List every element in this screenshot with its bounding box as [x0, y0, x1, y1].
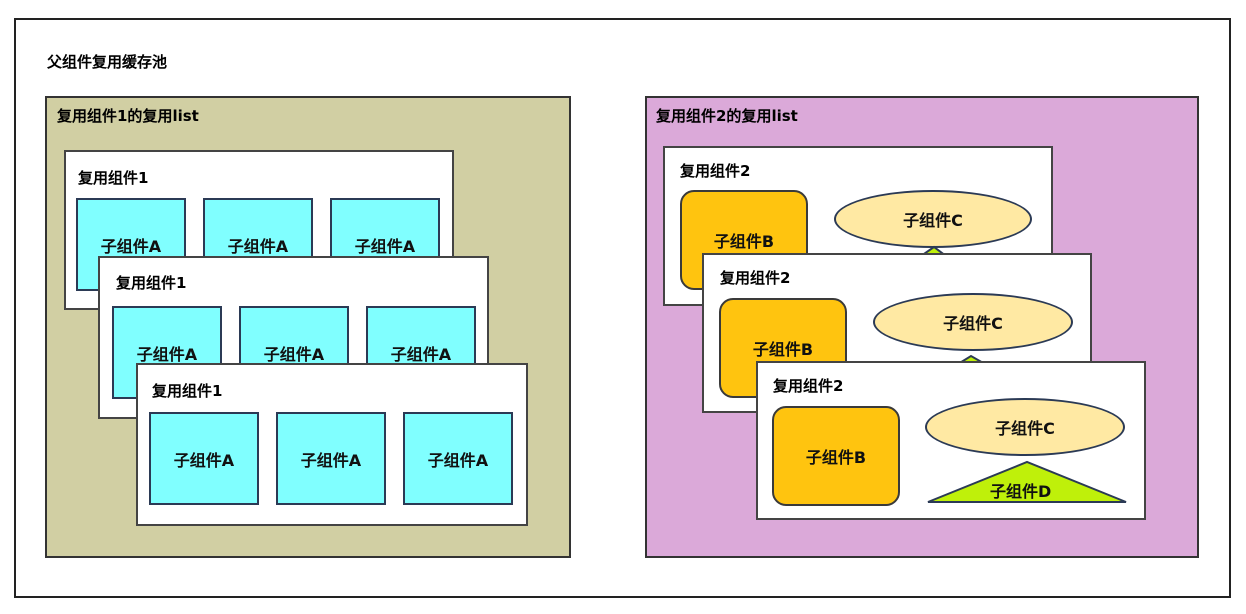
card-title: 复用组件2: [680, 162, 751, 180]
card-title: 复用组件1: [116, 274, 187, 292]
child-component-a: 子组件A: [149, 412, 259, 505]
child-component-a: 子组件A: [276, 412, 386, 505]
reuse-list-2-title: 复用组件2的复用list: [656, 107, 798, 125]
child-component-a: 子组件A: [403, 412, 513, 505]
child-component-d-triangle: [927, 460, 1127, 503]
card-title: 复用组件2: [720, 269, 791, 287]
child-component-c: 子组件C: [925, 398, 1125, 456]
child-component-b: 子组件B: [772, 406, 900, 506]
child-component-c: 子组件C: [873, 293, 1073, 351]
card-title: 复用组件1: [152, 382, 223, 400]
child-component-d-label: 子组件D: [990, 482, 1052, 501]
card-title: 复用组件1: [78, 169, 149, 187]
child-component-c: 子组件C: [834, 190, 1032, 248]
reuse-list-1-title: 复用组件1的复用list: [57, 107, 199, 125]
pool-title: 父组件复用缓存池: [47, 53, 168, 71]
card-title: 复用组件2: [773, 377, 844, 395]
